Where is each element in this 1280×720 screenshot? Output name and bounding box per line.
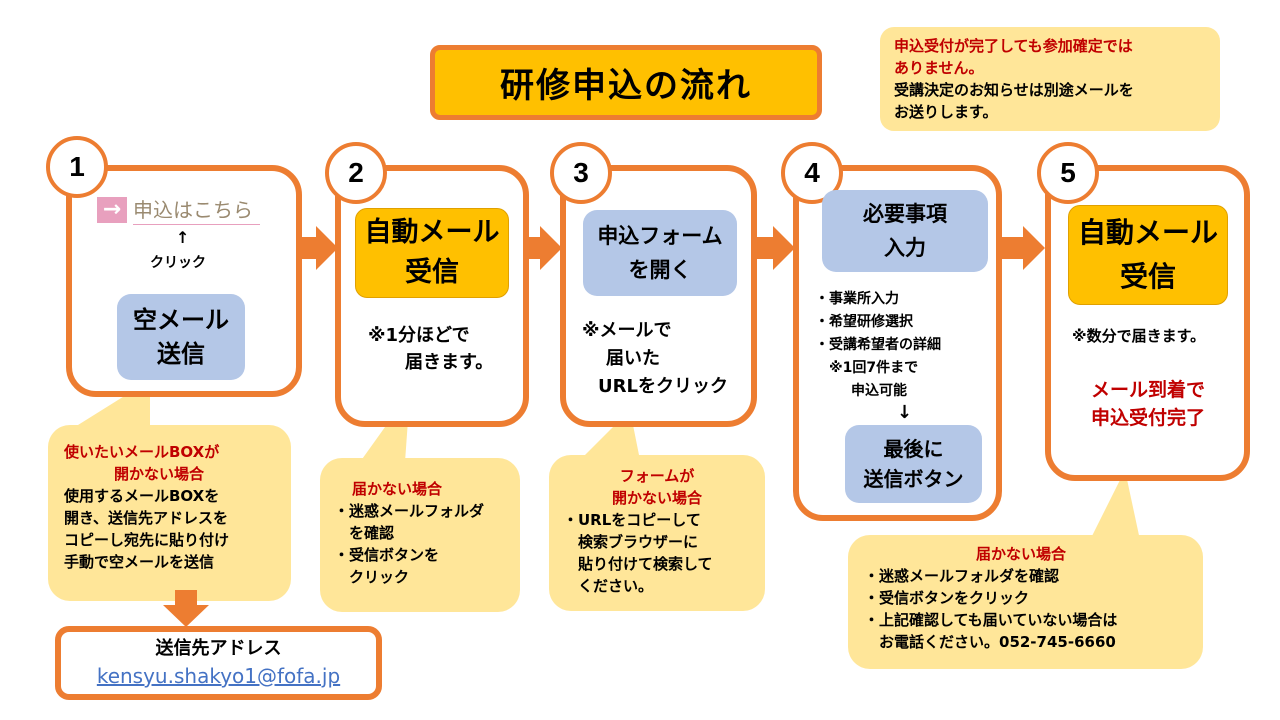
auto-mail-receive-box: 自動メール 受信 <box>1068 205 1228 305</box>
box-label: 受信 <box>405 257 459 288</box>
callout-line: ・迷惑メールフォルダ <box>334 502 485 520</box>
submit-button-box: 最後に 送信ボタン <box>845 425 982 503</box>
callout-line: 貼り付けて検索して <box>563 555 713 573</box>
box-label: 自動メール <box>364 217 500 248</box>
callout-not-received: 届かない場合 ・迷惑メールフォルダ を確認 ・受信ボタンを クリック <box>320 458 520 612</box>
callout-line: クリック <box>334 568 410 586</box>
box-label: 送信 <box>157 340 205 368</box>
step-text: ※メールで <box>582 320 672 341</box>
notice-box: 申込受付が完了しても参加確定では ありません。 受講決定のお知らせは別途メールを… <box>880 27 1220 131</box>
box-label: 自動メール <box>1077 216 1218 249</box>
arrow-right-icon <box>773 226 795 270</box>
box-label: 入力 <box>884 236 926 260</box>
flow-arrow <box>175 590 197 606</box>
step-3-box <box>560 165 757 427</box>
enter-details-box: 必要事項 入力 <box>822 190 988 272</box>
click-hint: クリック <box>150 255 206 271</box>
callout-line: 使用するメールBOXを <box>64 487 220 505</box>
box-label: を開く <box>628 258 692 282</box>
callout-line: ください。 <box>563 577 654 595</box>
notice-line: 受講決定のお知らせは別途メールを <box>894 81 1134 99</box>
box-label: 受信 <box>1119 260 1176 293</box>
step-number: 1 <box>46 136 108 198</box>
callout-line: 開き、送信先アドレスを <box>64 509 228 527</box>
callout-title: 届かない場合 <box>976 545 1067 563</box>
box-label: 最後に <box>883 437 944 461</box>
callout-title: フォームが <box>619 467 695 485</box>
callout-final-not-received: 届かない場合 ・迷惑メールフォルダを確認 ・受信ボタンをクリック ・上記確認して… <box>848 535 1203 669</box>
callout-line: ・URLをコピーして <box>563 511 701 529</box>
callout-mailbox-help: 使いたいメールBOXが 開かない場合 使用するメールBOXを 開き、送信先アドレ… <box>48 425 291 601</box>
list-item: ・希望研修選択 <box>815 314 913 330</box>
callout-line: お電話ください。052-745-6660 <box>864 633 1116 651</box>
list-note: 申込可能 <box>851 383 907 399</box>
callout-line: 検索ブラウザーに <box>563 533 699 551</box>
callout-form-not-open: フォームが 開かない場合 ・URLをコピーして 検索ブラウザーに 貼り付けて検索… <box>549 455 765 611</box>
address-box: 送信先アドレス kensyu.shakyo1@fofa.jp <box>55 626 382 700</box>
step-number: 2 <box>325 142 387 204</box>
step-text: ※数分で届きます。 <box>1072 327 1206 345</box>
notice-line: 申込受付が完了しても参加確定では <box>894 37 1133 55</box>
step-number: 4 <box>781 142 843 204</box>
step-text: 届いた <box>606 348 660 369</box>
step-text: URLをクリック <box>598 376 728 397</box>
flow-arrow <box>527 237 543 259</box>
list-item: ・受講希望者の詳細 <box>815 337 941 353</box>
callout-tail <box>1090 470 1140 540</box>
arrow-down-icon <box>163 605 209 627</box>
completion-line: メール到着で <box>1090 379 1205 401</box>
arrow-right-icon <box>1023 226 1045 270</box>
flow-arrow <box>300 237 318 259</box>
step-text: ※1分ほどで <box>368 325 470 346</box>
callout-line: 手動で空メールを送信 <box>64 553 215 571</box>
step-number: 3 <box>550 142 612 204</box>
arrow-down-icon: ↓ <box>897 402 913 423</box>
input-items-list: ・事業所入力 ・希望研修選択 ・受講希望者の詳細 ※1回7件まで 申込可能 <box>815 288 941 403</box>
callout-line: ・受信ボタンを <box>334 546 440 564</box>
open-form-box: 申込フォーム を開く <box>583 210 737 296</box>
step-text: 届きます。 <box>405 352 494 373</box>
arrow-right-icon <box>316 226 338 270</box>
completion-line: 申込受付完了 <box>1090 407 1205 429</box>
step-number: 5 <box>1037 142 1099 204</box>
completion-text: メール到着で 申込受付完了 <box>1060 376 1236 432</box>
email-link[interactable]: kensyu.shakyo1@fofa.jp <box>96 664 341 688</box>
page-title: 研修申込の流れ <box>430 45 822 120</box>
callout-line: コピーし宛先に貼り付け <box>64 531 230 549</box>
callout-title: 届かない場合 <box>352 480 443 498</box>
flow-arrow <box>755 237 775 259</box>
arrow-right-icon <box>540 226 562 270</box>
callout-title: 開かない場合 <box>611 489 702 507</box>
callout-line: ・受信ボタンをクリック <box>864 589 1030 607</box>
send-empty-mail-box: 空メール 送信 <box>117 294 245 380</box>
address-label: 送信先アドレス <box>155 638 282 659</box>
flow-arrow <box>1000 237 1025 259</box>
arrow-up-icon: ↑ <box>176 228 190 247</box>
callout-title: 使いたいメールBOXが <box>64 443 220 461</box>
callout-title: 開かない場合 <box>114 465 205 483</box>
list-item: ・事業所入力 <box>815 291 899 307</box>
apply-here-link[interactable]: 申込はこちら <box>133 196 260 225</box>
callout-line: を確認 <box>334 524 395 542</box>
box-label: 空メール <box>133 306 229 334</box>
auto-mail-receive-box: 自動メール 受信 <box>355 208 509 298</box>
arrow-right-icon: → <box>97 197 127 223</box>
box-label: 送信ボタン <box>863 467 964 491</box>
notice-line: お送りします。 <box>894 103 998 121</box>
list-note: ※1回7件まで <box>829 360 919 376</box>
box-label: 申込フォーム <box>597 224 723 248</box>
notice-line: ありません。 <box>894 59 984 77</box>
callout-line: ・上記確認しても届いていない場合は <box>864 611 1118 629</box>
callout-line: ・迷惑メールフォルダを確認 <box>864 567 1060 585</box>
box-label: 必要事項 <box>863 202 947 226</box>
